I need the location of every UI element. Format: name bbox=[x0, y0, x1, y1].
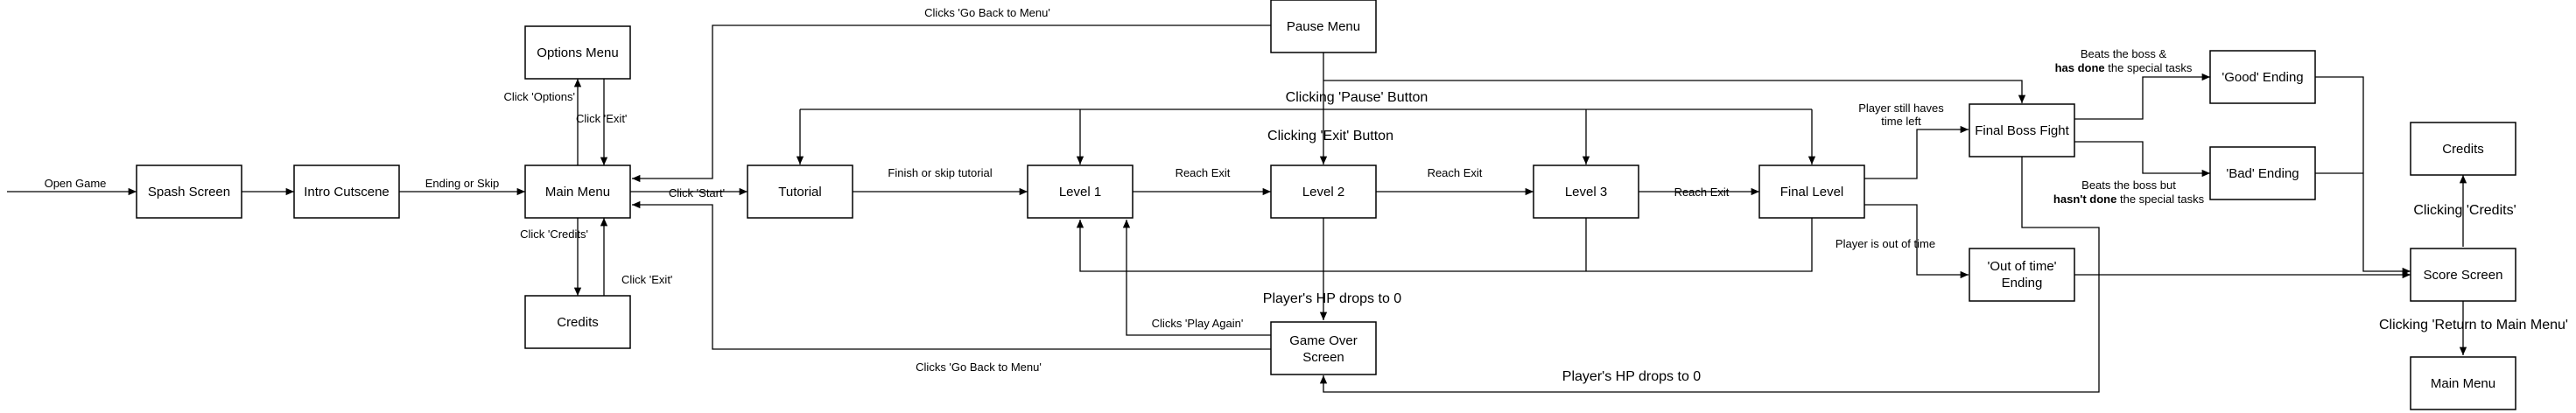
node-game-over: Game Over Screen bbox=[1270, 321, 1377, 375]
label-beats-special-2: has done the special tasks bbox=[2055, 61, 2193, 74]
edge-boss-to-good bbox=[2074, 73, 2210, 120]
node-spash-screen: Spash Screen bbox=[136, 164, 242, 219]
out-of-time-label-1: 'Out of time' bbox=[1987, 259, 2056, 274]
game-over-label-1: Game Over bbox=[1289, 333, 1358, 348]
label-reach-exit-3: Reach Exit bbox=[1674, 186, 1730, 199]
node-good-ending: 'Good' Ending bbox=[2209, 50, 2316, 104]
tutorial-label: Tutorial bbox=[778, 185, 821, 200]
edge-pause-to-boss bbox=[1323, 80, 2026, 103]
main-menu-right-label: Main Menu bbox=[2431, 376, 2495, 391]
edge-final-to-boss bbox=[1864, 125, 1969, 179]
edge-good-to-score bbox=[2315, 76, 2411, 276]
label-ending-or-skip: Ending or Skip bbox=[425, 177, 500, 190]
label-beats-not-1: Beats the boss but bbox=[2081, 178, 2176, 192]
spash-screen-label: Spash Screen bbox=[148, 185, 230, 200]
label-beats-special-1: Beats the boss & bbox=[2081, 47, 2167, 60]
node-intro-cutscene: Intro Cutscene bbox=[293, 164, 400, 219]
main-menu-label: Main Menu bbox=[545, 185, 610, 200]
label-clicking-return: Clicking 'Return to Main Menu' bbox=[2379, 318, 2568, 332]
label-click-start: Click 'Start' bbox=[669, 186, 725, 200]
label-clicking-credits: Clicking 'Credits' bbox=[2413, 203, 2516, 218]
label-beats-special-rest: the special tasks bbox=[2105, 61, 2193, 74]
node-level1: Level 1 bbox=[1027, 164, 1134, 219]
intro-cutscene-label: Intro Cutscene bbox=[304, 185, 390, 200]
node-pause-menu: Pause Menu bbox=[1270, 0, 1377, 53]
node-tutorial: Tutorial bbox=[747, 164, 853, 219]
credits-right-label: Credits bbox=[2442, 142, 2484, 157]
label-go-back-bottom: Clicks 'Go Back to Menu' bbox=[916, 360, 1042, 374]
node-level2: Level 2 bbox=[1270, 164, 1377, 219]
edge-levels-to-level1 bbox=[1076, 218, 1813, 272]
label-hp-drops-bottom: Player's HP drops to 0 bbox=[1562, 369, 1701, 384]
label-open-game: Open Game bbox=[45, 177, 107, 190]
label-click-options: Click 'Options' bbox=[503, 90, 575, 103]
label-beats-not-rest: the special tasks bbox=[2116, 192, 2204, 206]
good-ending-label: 'Good' Ending bbox=[2222, 70, 2303, 85]
node-credits-left: Credits bbox=[524, 295, 631, 349]
final-level-label: Final Level bbox=[1780, 185, 1844, 200]
node-out-of-time: 'Out of time' Ending bbox=[1969, 248, 2075, 302]
label-finish-or-skip: Finish or skip tutorial bbox=[888, 166, 992, 179]
edges bbox=[7, 24, 2467, 393]
game-over-label-2: Screen bbox=[1302, 350, 1344, 365]
level2-label: Level 2 bbox=[1302, 185, 1344, 200]
label-time-left-1: Player still haves bbox=[1858, 102, 1944, 115]
label-beats-not-2: hasn't done the special tasks bbox=[2053, 192, 2205, 206]
score-screen-label: Score Screen bbox=[2424, 268, 2503, 283]
label-click-exit-bottom: Click 'Exit' bbox=[621, 273, 672, 286]
label-click-credits: Click 'Credits' bbox=[520, 228, 588, 241]
edge-labels: Open Game Ending or Skip Click 'Options'… bbox=[45, 6, 2568, 384]
label-go-back-top: Clicks 'Go Back to Menu' bbox=[924, 6, 1050, 19]
label-out-of-time: Player is out of time bbox=[1835, 237, 1935, 250]
label-beats-not-bold: hasn't done bbox=[2053, 192, 2116, 206]
label-play-again: Clicks 'Play Again' bbox=[1152, 317, 1244, 330]
label-hp-drops-center: Player's HP drops to 0 bbox=[1263, 291, 1401, 306]
label-clicking-pause: Clicking 'Pause' Button bbox=[1286, 90, 1428, 105]
label-beats-special-bold: has done bbox=[2055, 61, 2105, 74]
pause-menu-label: Pause Menu bbox=[1287, 19, 1360, 34]
credits-left-label: Credits bbox=[557, 315, 599, 330]
node-level3: Level 3 bbox=[1533, 164, 1639, 219]
edge-final-to-outoftime bbox=[1864, 204, 1969, 279]
edge-gameover-to-main bbox=[632, 200, 1271, 350]
node-score-screen: Score Screen bbox=[2410, 248, 2516, 302]
node-main-menu: Main Menu bbox=[524, 164, 631, 219]
label-time-left-2: time left bbox=[1881, 115, 1921, 128]
node-options-menu: Options Menu bbox=[524, 25, 631, 80]
label-reach-exit-1: Reach Exit bbox=[1176, 166, 1231, 179]
node-bad-ending: 'Bad' Ending bbox=[2209, 146, 2316, 200]
edge-boss-to-bad bbox=[2074, 141, 2210, 178]
node-credits-right: Credits bbox=[2410, 122, 2516, 176]
out-of-time-label-2: Ending bbox=[2002, 276, 2043, 290]
edge-pause-to-main bbox=[632, 24, 1271, 183]
level3-label: Level 3 bbox=[1565, 185, 1607, 200]
label-reach-exit-2: Reach Exit bbox=[1428, 166, 1483, 179]
node-main-menu-right: Main Menu bbox=[2410, 356, 2516, 410]
level1-label: Level 1 bbox=[1059, 185, 1101, 200]
label-clicking-exit: Clicking 'Exit' Button bbox=[1267, 129, 1393, 144]
label-click-exit-top: Click 'Exit' bbox=[576, 112, 627, 125]
node-final-boss-fight: Final Boss Fight bbox=[1969, 103, 2075, 158]
node-final-level: Final Level bbox=[1758, 164, 1865, 219]
final-boss-fight-label: Final Boss Fight bbox=[1975, 123, 2069, 138]
edge-gameover-to-level1 bbox=[1122, 220, 1271, 336]
bad-ending-label: 'Bad' Ending bbox=[2226, 166, 2299, 181]
options-menu-label: Options Menu bbox=[537, 46, 618, 60]
edge-boss-to-gameover bbox=[1319, 157, 2100, 393]
